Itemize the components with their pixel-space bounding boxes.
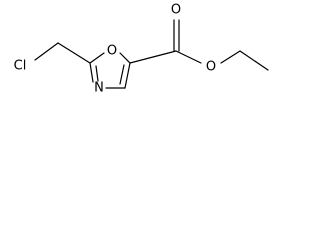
bond-ethyl-ch2-ch3: [239, 50, 269, 71]
bond-c5-carbonyl-carbon: [129, 50, 177, 64]
atom-label-ester-oxygen: O: [206, 60, 216, 75]
ring-bond-c4-c5: [124, 62, 131, 89]
ring-bond-o1-c2: [89, 52, 105, 64]
bond-c2-ch2: [57, 42, 91, 64]
ring-bond-o1-c5: [119, 52, 131, 64]
bond-carbonyl-carbon-ester-oxygen: [175, 50, 202, 64]
ring-bond-c2-n3-double: [95, 65, 99, 82]
ring-bond-c2-n3: [89, 62, 94, 83]
atom-label-ring-nitrogen: N: [94, 81, 104, 96]
atom-label-carbonyl-oxygen: O: [171, 3, 181, 18]
bond-ch2-cl: [34, 42, 59, 61]
atom-label-ring-oxygen: O: [107, 44, 117, 59]
atom-label-chlorine: Cl: [14, 59, 27, 74]
bond-ester-oxygen-ethyl-ch2: [220, 50, 241, 64]
ring-bond-c4-c5-double: [119, 64, 125, 85]
ethyl-2-chloromethyl-oxazole-5-carboxylate-structure: O N O O Cl: [14, 3, 269, 96]
